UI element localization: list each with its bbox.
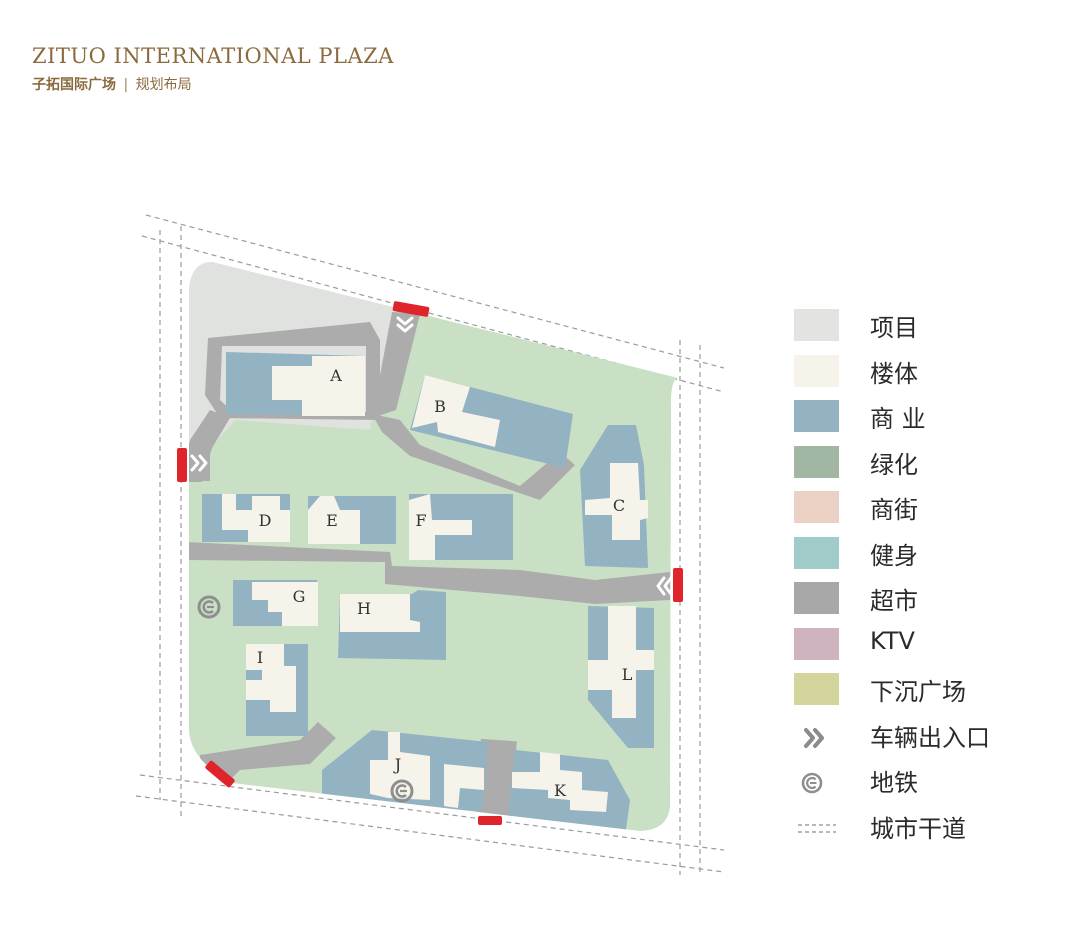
city-road-lines xyxy=(135,214,725,875)
legend-swatch xyxy=(794,491,839,523)
legend-label: 项目 xyxy=(870,314,918,342)
block-G[interactable] xyxy=(233,580,318,626)
legend-label: KTV xyxy=(870,626,915,655)
legend-label: 城市干道 xyxy=(870,814,966,843)
vehicle-entrances xyxy=(177,301,683,825)
block-A[interactable] xyxy=(226,352,365,416)
dashed-line-icon xyxy=(794,815,839,843)
entrance-marker-east xyxy=(673,568,683,602)
block-B[interactable] xyxy=(410,375,573,468)
legend-swatch xyxy=(794,536,839,569)
block-C[interactable] xyxy=(580,425,648,568)
road-network xyxy=(189,312,670,824)
block-label-D: D xyxy=(259,511,272,530)
block-label-I: I xyxy=(257,648,263,667)
entrance-marker-north xyxy=(392,301,430,317)
block-label-H: H xyxy=(357,599,371,618)
legend-swatch xyxy=(794,354,839,387)
entrance-marker-southwest xyxy=(205,760,235,788)
legend-swatch xyxy=(794,309,839,341)
block-F[interactable] xyxy=(409,494,513,560)
subtitle-section: 规划布局 xyxy=(135,77,192,93)
block-J[interactable] xyxy=(322,730,488,812)
entrance-chevrons xyxy=(190,316,673,596)
block-label-G: G xyxy=(293,587,306,606)
legend-label: 绿化 xyxy=(870,450,918,479)
legend-label: 商街 xyxy=(870,496,918,524)
legend-swatch xyxy=(794,627,839,660)
double-chevron-icon xyxy=(396,316,414,333)
legend-swatch xyxy=(794,582,839,614)
legend-label: 商 业 xyxy=(870,405,926,433)
block-label-K: K xyxy=(554,781,567,800)
legend-label: 地铁 xyxy=(870,769,918,797)
block-label-E: E xyxy=(326,511,338,530)
block-L[interactable] xyxy=(588,606,654,748)
double-chevron-icon xyxy=(656,576,673,596)
double-chevron-icon xyxy=(190,454,208,472)
entrance-marker-south xyxy=(478,816,502,825)
legend-swatch xyxy=(794,673,839,705)
block-label-C: C xyxy=(613,496,625,515)
page-subtitle: 子拓国际广场 | 规划布局 xyxy=(32,74,394,94)
block-label-L: L xyxy=(622,665,633,684)
block-H[interactable] xyxy=(338,590,446,660)
block-labels: A B C D E F G H I J K L xyxy=(257,366,633,800)
block-label-B: B xyxy=(434,397,446,416)
header: ZITUO INTERNATIONAL PLAZA 子拓国际广场 | 规划布局 xyxy=(32,44,394,94)
entrance-marker-west xyxy=(177,448,187,482)
legend-swatch xyxy=(794,400,839,432)
metro-icon xyxy=(794,769,839,797)
legend-label: 下沉广场 xyxy=(870,678,966,706)
double-chevron-icon xyxy=(794,724,839,752)
legend-label: 健身 xyxy=(870,541,918,570)
legend-label: 楼体 xyxy=(870,359,918,388)
block-E[interactable] xyxy=(308,496,396,544)
block-label-J: J xyxy=(393,755,401,774)
block-K[interactable] xyxy=(508,750,630,830)
subtitle-separator: | xyxy=(123,77,129,93)
page-title: ZITUO INTERNATIONAL PLAZA xyxy=(32,44,394,68)
block-label-A: A xyxy=(329,366,342,385)
block-label-F: F xyxy=(415,511,426,530)
legend-swatch xyxy=(794,445,839,478)
block-D[interactable] xyxy=(202,494,290,542)
subtitle-name: 子拓国际广场 xyxy=(32,77,116,93)
block-I[interactable] xyxy=(246,644,308,736)
legend-label: 车辆出入口 xyxy=(870,723,990,752)
legend-label: 超市 xyxy=(870,587,918,615)
